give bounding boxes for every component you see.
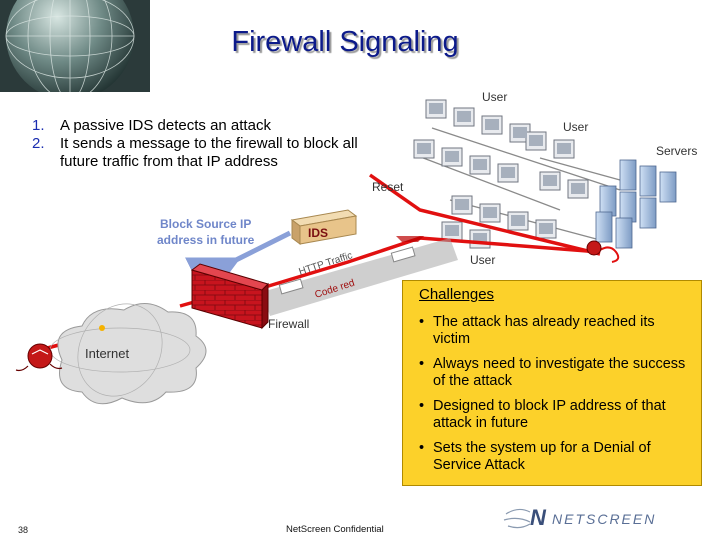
victim-bug-icon bbox=[586, 240, 602, 256]
challenge-item: Designed to block IP address of that att… bbox=[419, 398, 689, 432]
firewall-label: Firewall bbox=[268, 317, 309, 331]
block-source-label: Block Source IP bbox=[160, 217, 251, 231]
challenge-item: Sets the system up for a Denial of Servi… bbox=[419, 440, 689, 474]
ids-label: IDS bbox=[308, 226, 328, 240]
attacker-bug-icon bbox=[15, 343, 63, 372]
attack-source-dot bbox=[99, 325, 105, 331]
server-rack-icon bbox=[595, 159, 677, 249]
step-text: It sends a message to the firewall to bl… bbox=[60, 135, 358, 170]
step-number: 1. bbox=[32, 117, 45, 134]
step-text: A passive IDS detects an attack bbox=[60, 117, 271, 134]
page-number: 38 bbox=[18, 525, 29, 535]
challenge-item: The attack has already reached its victi… bbox=[419, 314, 689, 348]
step-number: 2. bbox=[32, 135, 45, 152]
challenges-box: Challenges The attack has already reache… bbox=[402, 280, 702, 486]
steps-list: 1. A passive IDS detects an attack 2. It… bbox=[32, 117, 362, 171]
workstation-icon bbox=[413, 99, 589, 249]
logo-text: NETSCREEN bbox=[552, 511, 656, 527]
network-diagram: IDS HTTP Traffic Code red Internet bbox=[15, 90, 697, 405]
challenges-heading: Challenges bbox=[419, 286, 495, 303]
internet-label: Internet bbox=[85, 346, 129, 361]
footer-confidential: NetScreen Confidential bbox=[286, 524, 384, 535]
user-label-mid: User bbox=[563, 120, 588, 134]
step-item: 1. A passive IDS detects an attack bbox=[32, 117, 362, 135]
svg-text:N: N bbox=[530, 505, 547, 530]
firewall-icon bbox=[190, 263, 269, 330]
reset-label: Reset bbox=[372, 180, 404, 194]
user-label-bottom: User bbox=[470, 253, 495, 267]
step-item: 2. It sends a message to the firewall to… bbox=[32, 135, 362, 171]
slide-title: Firewall Signaling bbox=[231, 26, 459, 58]
challenges-list: The attack has already reached its victi… bbox=[419, 314, 689, 474]
ids-device-icon bbox=[290, 209, 358, 245]
block-arrow bbox=[185, 230, 292, 303]
block-source-label-2: address in future bbox=[157, 233, 255, 247]
netscreen-logo: N NETSCREEN bbox=[503, 505, 656, 530]
globe-logo bbox=[0, 0, 150, 92]
user-label-top: User bbox=[482, 90, 507, 104]
challenge-item: Always need to investigate the success o… bbox=[419, 356, 689, 390]
servers-label: Servers bbox=[656, 144, 697, 158]
